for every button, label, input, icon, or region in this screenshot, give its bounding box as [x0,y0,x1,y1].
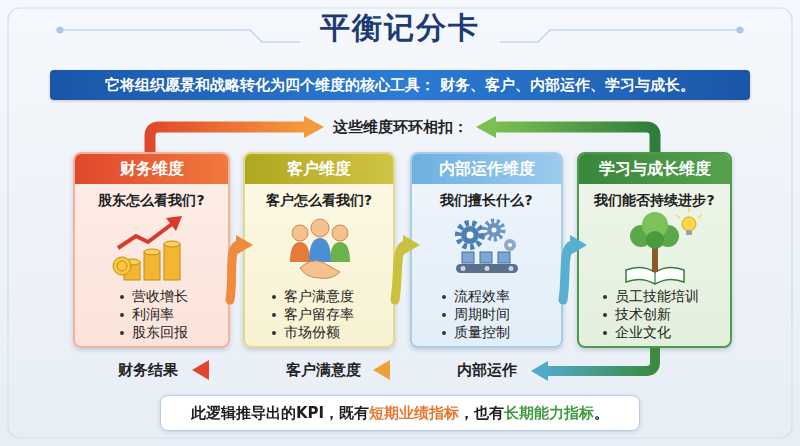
question-text: 股东怎么看我们? [75,192,228,210]
bullet-row: 客户留存率 [272,306,354,324]
bullet-text: 营收增长 [132,288,188,306]
question-text: 我们能否持续进步? [579,192,730,210]
arrow-head [236,235,253,255]
question-text: 客户怎么看我们? [245,192,393,210]
bullet-dot [120,295,124,299]
subtitle-band: 它将组织愿景和战略转化为四个维度的核心工具： 财务、客户、内部运作、学习与成长。 [50,70,750,100]
bullet-text: 流程效率 [454,288,510,306]
connector-line [230,245,238,300]
question-text: 我们擅长什么? [412,192,561,210]
bullet-list: 客户满意度客户留存率市场份额 [272,288,354,342]
bullet-row: 股东回报 [120,324,188,342]
bullet-row: 客户满意度 [272,288,354,306]
arrow-head [403,235,420,255]
bullet-text: 利润率 [132,306,174,324]
flow-label: 财务结果 [100,361,196,379]
bullet-row: 技术创新 [603,306,699,324]
bullet-row: 质量控制 [442,324,510,342]
flow-connector [395,235,420,300]
kpi-note-box: 此逻辑推导出的KPI，既有短期业绩指标，也有长期能力指标。 [160,395,640,431]
header-text: 客户维度 [287,159,351,180]
diagram-title: 平衡记分卡 [200,8,600,48]
bullet-dot [272,331,276,335]
arrow-head [570,235,587,255]
bullet-row: 企业文化 [603,324,699,342]
bullet-row: 市场份额 [272,324,354,342]
dimension-box: 学习与成长维度我们能否持续进步? 员工技能培训技术创新企业文化 [577,152,732,348]
box-header: 内部运作维度 [412,154,561,184]
bullet-dot [603,331,607,335]
bullet-dot [120,313,124,317]
loop-arrow-top-left [150,116,324,152]
bullet-text: 企业文化 [615,324,671,342]
bullet-dot [120,331,124,335]
flow-arrow-bottom [192,348,655,381]
box-header: 客户维度 [245,154,393,184]
dimension-box: 财务维度股东怎么看我们? 营收增长利润率股东回报 [73,152,230,348]
frame-ornament [8,8,792,438]
flow-label: 客户满意度 [268,361,378,379]
bullet-text: 质量控制 [454,324,510,342]
bullet-dot [272,313,276,317]
bullet-list: 员工技能培训技术创新企业文化 [603,288,699,342]
bullet-row: 周期时间 [442,306,510,324]
box-header: 财务维度 [75,154,228,184]
dimension-box: 内部运作维度我们擅长什么? 流程效率周期时间质量控制 [410,152,563,348]
bullet-row: 利润率 [120,306,188,324]
header-text: 学习与成长维度 [599,159,711,180]
flow-connector [230,235,253,300]
bullet-row: 营收增长 [120,288,188,306]
bullet-dot [442,331,446,335]
bullet-list: 流程效率周期时间质量控制 [442,288,510,342]
loop-arrow-top-right [476,116,655,152]
connector-line [395,245,405,300]
kpi-text: 此逻辑推导出的KPI，既有短期业绩指标，也有长期能力指标。 [191,404,609,423]
subtitle-text: 它将组织愿景和战略转化为四个维度的核心工具： 财务、客户、内部运作、学习与成长。 [105,76,695,95]
bullet-dot [272,295,276,299]
bullet-dot [442,295,446,299]
bullet-text: 员工技能培训 [615,288,699,306]
box-header: 学习与成长维度 [579,154,730,184]
bullet-list: 营收增长利润率股东回报 [120,288,188,342]
bullet-dot [442,313,446,317]
bullet-row: 流程效率 [442,288,510,306]
flow-label: 内部运作 [440,361,534,379]
bullet-dot [603,313,607,317]
flow-connector [563,235,587,300]
bullet-text: 技术创新 [615,306,671,324]
bullet-dot [603,295,607,299]
bullet-text: 客户留存率 [284,306,354,324]
bullet-text: 市场份额 [284,324,340,342]
loop-label: 这些维度环环相扣： [330,118,470,136]
header-text: 内部运作维度 [439,159,535,180]
bullet-row: 员工技能培训 [603,288,699,306]
bullet-text: 客户满意度 [284,288,354,306]
bullet-text: 周期时间 [454,306,510,324]
header-text: 财务维度 [120,159,184,180]
connector-line [563,245,572,300]
dimension-box: 客户维度客户怎么看我们? 客户满意度客户留存率市场份额 [243,152,395,348]
bullet-text: 股东回报 [132,324,188,342]
